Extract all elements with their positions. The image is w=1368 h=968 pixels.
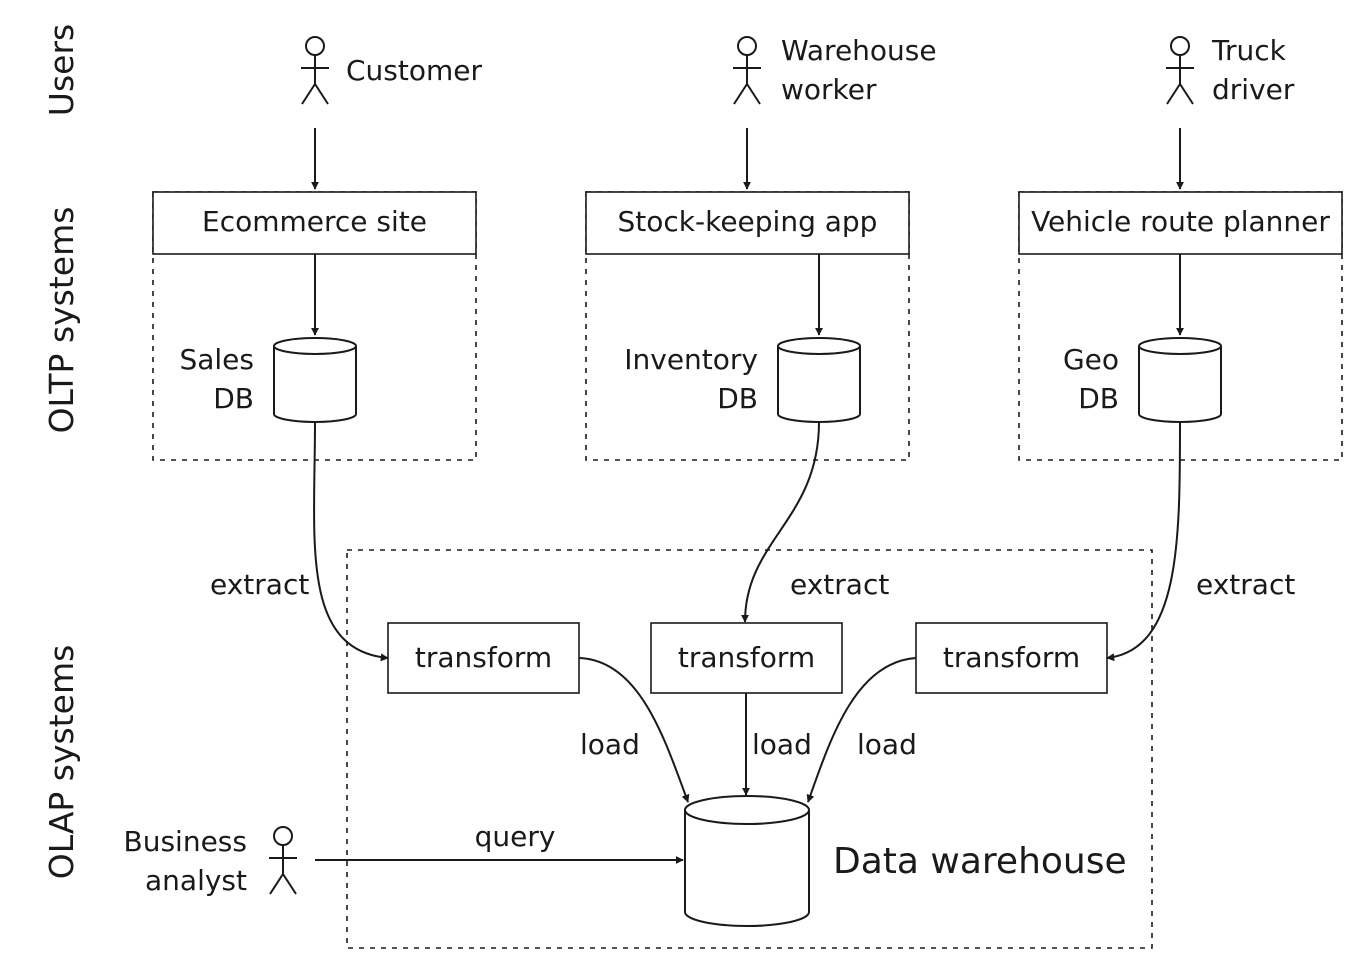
transform-label-right: transform [943,641,1080,674]
extract-arrow-inventory [741,421,820,623]
load-label-right: load [857,728,917,761]
database-icon [684,795,810,927]
business-analyst-actor: Business analyst [124,825,297,897]
inventory-db: Inventory DB [624,337,861,423]
lane-label-users: Users [42,24,81,116]
business-analyst-label-line1: Business [124,825,247,858]
truck-driver-actor: Truck driver [1166,34,1295,106]
customer-actor: Customer [301,36,482,105]
sales-db-label-line2: DB [213,382,254,415]
truck-driver-label-line1: Truck [1211,34,1287,67]
person-icon [733,36,761,105]
ecommerce-site-box: Ecommerce site [152,191,477,255]
transform-box-left: transform [387,622,580,694]
sales-db-label-line1: Sales [179,343,254,376]
database-icon [1138,337,1222,423]
person-icon [269,826,297,895]
data-warehouse-label: Data warehouse [833,841,1127,882]
person-icon [301,36,329,105]
extract-label-middle: extract [790,568,889,601]
business-analyst-label-line2: analyst [145,864,247,897]
inventory-db-label-line2: DB [717,382,758,415]
transform-box-middle: transform [650,622,843,694]
stock-keeping-app-label: Stock-keeping app [618,205,878,238]
vehicle-route-planner-label: Vehicle route planner [1031,205,1330,238]
database-icon [777,337,861,423]
load-arrow-right [806,657,917,803]
truck-driver-label-line2: driver [1212,73,1295,106]
transform-box-right: transform [915,622,1108,694]
transform-label-left: transform [415,641,552,674]
inventory-db-label-line1: Inventory [624,343,758,376]
person-icon [1166,36,1194,105]
olap-group [346,549,1153,949]
vehicle-route-planner-box: Vehicle route planner [1018,191,1343,255]
load-label-middle: load [752,728,812,761]
data-warehouse: Data warehouse [684,795,1127,927]
geo-db-label-line2: DB [1078,382,1119,415]
extract-label-left: extract [210,568,309,601]
lane-label-olap: OLAP systems [42,645,81,880]
extract-arrow-sales [313,421,389,662]
load-arrow-left [578,657,690,803]
geo-db-label-line1: Geo [1063,343,1119,376]
extract-arrow-geo [1106,421,1181,662]
transform-label-middle: transform [678,641,815,674]
customer-label: Customer [346,54,482,87]
database-icon [273,337,357,423]
geo-db: Geo DB [1063,337,1222,423]
warehouse-worker-actor: Warehouse worker [733,34,937,106]
warehouse-worker-label-line1: Warehouse [781,34,937,67]
query-label: query [475,820,556,853]
lane-label-oltp: OLTP systems [42,207,81,434]
oltp-group-stock [585,191,910,461]
sales-db: Sales DB [179,337,357,423]
stock-keeping-app-box: Stock-keeping app [585,191,910,255]
ecommerce-site-label: Ecommerce site [202,205,427,238]
load-label-left: load [580,728,640,761]
extract-label-right: extract [1196,568,1295,601]
warehouse-worker-label-line2: worker [781,73,877,106]
